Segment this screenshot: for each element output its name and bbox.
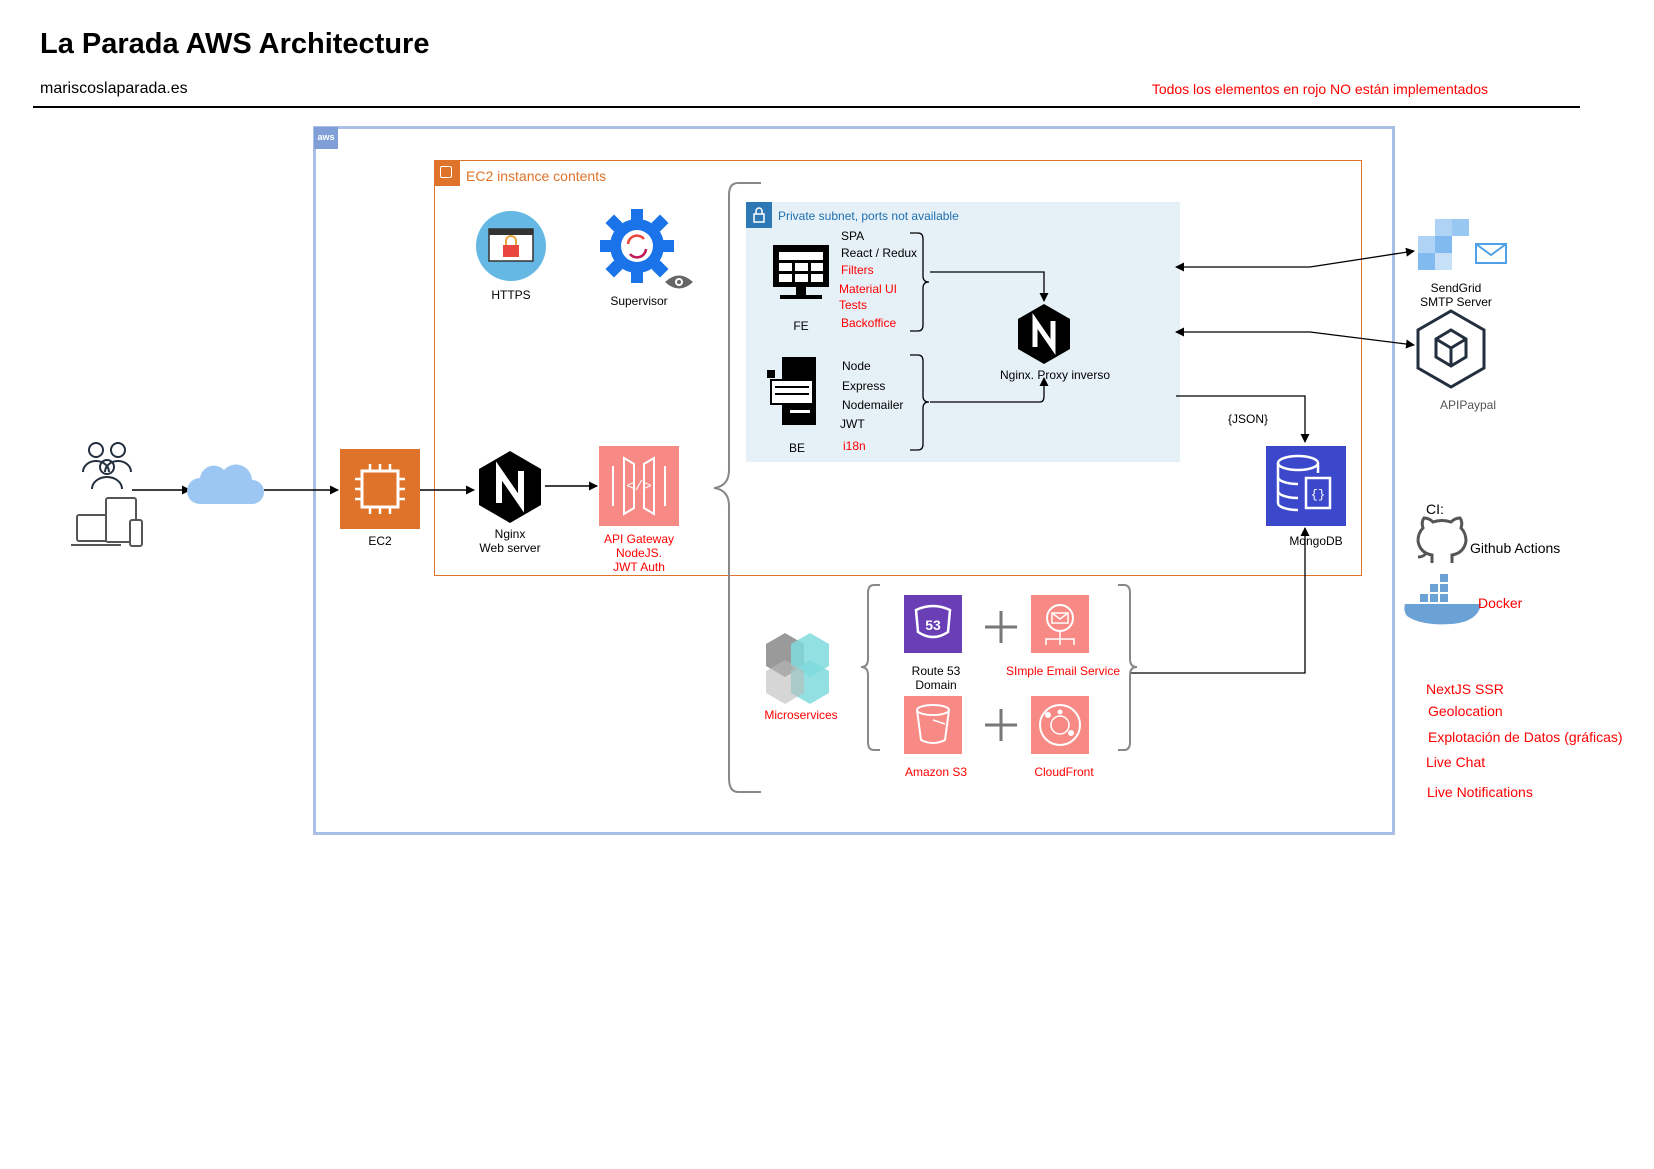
svg-text:{}: {} bbox=[1311, 488, 1325, 502]
be-stack-item: Express bbox=[842, 379, 886, 393]
backend-server-icon bbox=[767, 357, 816, 425]
ec2-icon bbox=[340, 449, 420, 529]
services-right-bracket bbox=[1118, 584, 1138, 751]
plus-icon bbox=[985, 611, 1017, 643]
internet-cloud-icon bbox=[187, 464, 264, 504]
devices-icon bbox=[71, 497, 143, 547]
unimplemented-note: Todos los elementos en rojo NO están imp… bbox=[1151, 81, 1488, 97]
subnet-paypal-link bbox=[1175, 327, 1415, 349]
aws-cloud-group bbox=[313, 126, 1395, 835]
mongodb-label: MongoDB bbox=[1289, 534, 1343, 548]
ec2-group-icon bbox=[434, 160, 460, 186]
ec2-contents-bracket bbox=[713, 182, 761, 793]
ci-title: CI: bbox=[1426, 501, 1444, 517]
ses-label: SImple Email Service bbox=[1005, 664, 1121, 678]
roadmap-item: Explotación de Datos (gráficas) bbox=[1428, 729, 1623, 745]
docker-label: Docker bbox=[1478, 595, 1523, 611]
fe-stack-item: Material UI bbox=[839, 282, 898, 296]
roadmap-item: Live Chat bbox=[1426, 754, 1486, 770]
site-url: mariscoslaparada.es bbox=[40, 80, 188, 97]
json-label: {JSON} bbox=[1227, 412, 1269, 426]
proxy-label: Nginx. Proxy inverso bbox=[999, 368, 1111, 382]
header-divider bbox=[33, 106, 1580, 108]
nginx-icon bbox=[479, 451, 541, 523]
cloudfront-icon bbox=[1031, 696, 1089, 754]
fe-stack-item: SPA bbox=[841, 229, 865, 243]
fe-stack-item: Tests bbox=[839, 298, 868, 312]
services-left-bracket bbox=[860, 584, 880, 751]
s3-label: Amazon S3 bbox=[904, 765, 968, 779]
cloudfront-label: CloudFront bbox=[1034, 765, 1094, 779]
https-label: HTTPS bbox=[491, 288, 531, 302]
eye-icon bbox=[665, 275, 693, 289]
fe-stack-item: Filters bbox=[841, 263, 874, 277]
be-stack-item: Nodemailer bbox=[842, 398, 904, 412]
ec2-group-title: EC2 instance contents bbox=[466, 168, 607, 184]
be-stack-item: Node bbox=[842, 359, 871, 373]
svg-text:</>: </> bbox=[626, 479, 651, 495]
mongodb-database-icon: {} bbox=[1266, 446, 1346, 526]
https-lock-icon bbox=[476, 211, 546, 281]
services-to-mongodb-arrow bbox=[1130, 527, 1310, 674]
backend-stack-bracket bbox=[910, 354, 930, 451]
be-label: BE bbox=[788, 441, 806, 455]
api-gateway-label-line3: JWT Auth bbox=[613, 560, 665, 574]
roadmap-item: Geolocation bbox=[1428, 703, 1503, 719]
frontend-stack-bracket bbox=[910, 232, 930, 332]
docker-icon bbox=[1404, 574, 1481, 625]
microservices-icon bbox=[766, 633, 829, 704]
api-gateway-label-line2: NodeJS. bbox=[615, 546, 663, 560]
fe-stack-item: Backoffice bbox=[841, 316, 897, 330]
route53-label-line2: Domain bbox=[915, 678, 957, 692]
fe-stack-item: React / Redux bbox=[841, 246, 918, 260]
route53-label-line1: Route 53 bbox=[911, 664, 961, 678]
github-actions-label: Github Actions bbox=[1470, 540, 1561, 556]
s3-bucket-icon bbox=[904, 696, 962, 754]
subnet-title: Private subnet, ports not available bbox=[778, 209, 959, 223]
apipaypal-label: APIPaypal bbox=[1439, 398, 1497, 412]
supervisor-gear-icon bbox=[600, 209, 674, 283]
chip-icon bbox=[440, 166, 452, 178]
route53-icon: 53 bbox=[904, 595, 962, 653]
be-to-proxy-arrow bbox=[930, 377, 1049, 403]
be-stack-item: i18n bbox=[843, 439, 866, 453]
ec2-instance-group bbox=[434, 160, 1362, 576]
microservices-label: Microservices bbox=[764, 708, 838, 722]
subnet-to-mongodb-arrow bbox=[1176, 395, 1310, 443]
nginx-label-line1: Nginx bbox=[494, 527, 526, 541]
aws-logo-icon: aws bbox=[314, 127, 338, 149]
roadmap-item: NextJS SSR bbox=[1426, 681, 1504, 697]
ses-email-icon bbox=[1031, 595, 1089, 653]
api-gateway-icon: </> bbox=[599, 446, 679, 526]
proxy-nginx-icon bbox=[1018, 304, 1070, 364]
roadmap-item: Live Notifications bbox=[1427, 784, 1533, 800]
supervisor-label: Supervisor bbox=[610, 294, 668, 308]
ec2-label: EC2 bbox=[368, 534, 392, 548]
github-icon bbox=[1416, 516, 1468, 563]
api-package-icon bbox=[1416, 309, 1486, 389]
sendgrid-icon bbox=[1418, 219, 1469, 270]
subnet-sendgrid-link bbox=[1175, 247, 1415, 272]
api-gateway-label-line1: API Gateway bbox=[603, 532, 675, 546]
lock-icon bbox=[746, 202, 772, 228]
envelope-icon bbox=[1475, 243, 1507, 264]
fe-label: FE bbox=[793, 319, 809, 333]
frontend-monitor-icon bbox=[773, 245, 829, 299]
sendgrid-label-line2: SMTP Server bbox=[1420, 295, 1492, 309]
be-stack-item: JWT bbox=[840, 417, 865, 431]
nginx-label-line2: Web server bbox=[479, 541, 541, 555]
sendgrid-label-line1: SendGrid bbox=[1430, 281, 1482, 295]
users-icon bbox=[82, 442, 132, 490]
fe-to-proxy-arrow bbox=[930, 271, 1049, 302]
plus-icon-2 bbox=[985, 709, 1017, 741]
svg-text:53: 53 bbox=[925, 617, 941, 633]
page-title: La Parada AWS Architecture bbox=[40, 28, 430, 60]
